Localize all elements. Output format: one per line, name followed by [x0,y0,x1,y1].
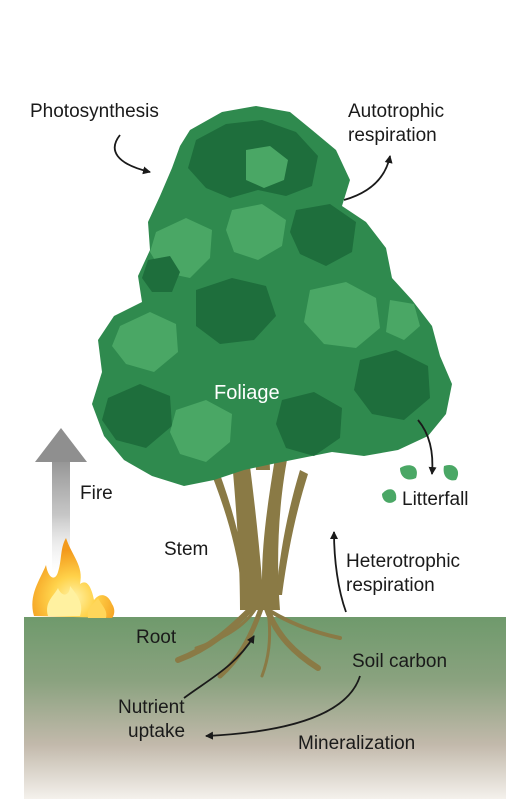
label-nutrient-line1: Nutrient [118,696,185,719]
label-litterfall: Litterfall [402,488,469,511]
label-foliage: Foliage [214,382,280,405]
fire-icon [32,538,114,618]
photosynthesis-arrow [115,135,150,172]
label-mineralization: Mineralization [298,732,415,755]
soil-layer [24,617,506,799]
label-photosynthesis: Photosynthesis [30,100,159,123]
label-heterotrophic-line1: Heterotrophic [346,550,460,573]
label-root: Root [136,626,176,649]
label-autotrophic-line2: respiration [348,124,437,147]
label-autotrophic-line1: Autotrophic [348,100,444,123]
label-nutrient-line2: uptake [128,720,185,743]
tree-canopy [92,106,452,486]
label-stem: Stem [164,538,208,561]
label-soil-carbon: Soil carbon [352,650,447,673]
label-fire: Fire [80,482,113,505]
label-heterotrophic-line2: respiration [346,574,435,597]
heterotrophic-arrow [334,532,346,612]
autotrophic-arrow [344,156,390,200]
